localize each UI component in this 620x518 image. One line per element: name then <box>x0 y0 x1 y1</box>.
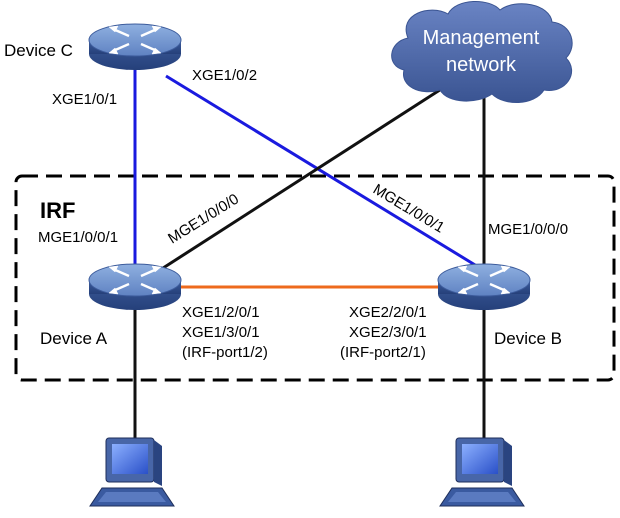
computer-icon <box>439 437 525 507</box>
router-icon <box>87 262 183 312</box>
link-a-mgmt <box>159 84 447 272</box>
router-icon <box>436 262 532 312</box>
irf-label: IRF <box>40 198 75 223</box>
cloud-icon <box>391 0 573 104</box>
computer-icon <box>89 437 175 507</box>
device-a-label: Device A <box>40 329 108 348</box>
port-b-irf-2: XGE2/3/0/1 <box>349 324 427 341</box>
port-c-to-a: XGE1/0/1 <box>52 91 117 108</box>
router-icon <box>87 22 183 72</box>
port-a-irf-port: (IRF-port1/2) <box>182 344 268 361</box>
link-c-b <box>165 74 481 270</box>
host-b[interactable] <box>439 437 525 507</box>
cloud-label-line2: network <box>446 54 517 76</box>
device-c-label: Device C <box>4 41 73 60</box>
cloud-label-line1: Management <box>423 27 540 49</box>
irf-boundary <box>14 174 616 382</box>
management-network-cloud: Management network <box>391 0 573 104</box>
port-a-irf-2: XGE1/3/0/1 <box>182 324 260 341</box>
host-a[interactable] <box>89 437 175 507</box>
port-b-irf-1: XGE2/2/0/1 <box>349 304 427 321</box>
port-a-to-c: MGE1/0/0/1 <box>38 229 118 246</box>
port-a-irf-1: XGE1/2/0/1 <box>182 304 260 321</box>
device-c[interactable] <box>87 22 183 72</box>
device-b[interactable] <box>436 262 532 312</box>
port-b-to-mgmt: MGE1/0/0/0 <box>488 221 568 238</box>
port-a-to-mgmt: MGE1/0/0/0 <box>165 191 242 248</box>
port-b-irf-port: (IRF-port2/1) <box>340 344 426 361</box>
device-a[interactable] <box>87 262 183 312</box>
device-b-label: Device B <box>494 329 562 348</box>
port-c-to-b: XGE1/0/2 <box>192 67 257 84</box>
